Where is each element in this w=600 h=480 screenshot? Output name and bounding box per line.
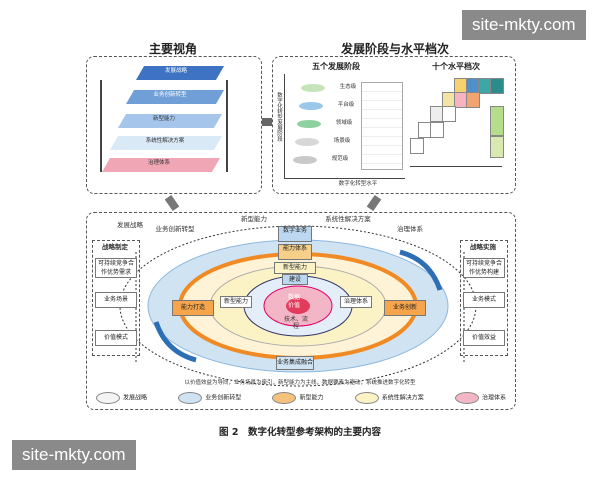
level-x-axis [410,166,502,167]
ring-box-top-2: 能力体系 [278,244,312,260]
layer-label-capability: 新型能力 [152,116,175,122]
ten-level-subtitle: 十个水平档次 [432,62,480,71]
down-arrow-left [164,194,180,212]
layer-label-solution: 系统性解决方案 [145,138,185,144]
five-stage-subtitle: 五个发展阶段 [312,62,360,71]
level-cell [410,138,424,154]
label-strategy: 发展战略 [117,221,143,229]
down-arrow-right [366,194,382,212]
stage-label-1: 规范级 [331,156,349,162]
value-core [286,298,310,314]
strategy-implementation-title: 战略实施 [470,243,496,251]
watermark-bottom: site-mkty.com [12,440,136,470]
legend-swatch [354,392,379,404]
stage-disc-2 [295,138,319,146]
mid-left-box: 新型能力 [220,296,252,308]
legend-item: 系统性解决方案 [354,392,424,404]
strategy-implementation-group [460,240,508,356]
orange-left-box: 能力打造 [172,300,214,316]
stage-label-4: 平台级 [337,102,355,108]
ring-box-top-3: 新型能力 [274,262,316,274]
architecture-axis-note: 以价值效益为导向，业务场景为牵引，新型能力为主线，数据要素为驱动，系统推进数字化… [184,380,416,386]
ring-box-top-1: 数字业务 [278,226,312,242]
stack-arrow-right [226,80,228,172]
stack-arrow-left [100,80,102,172]
flow-arrow-left [153,321,197,363]
label-capability: 新型能力 [241,215,267,223]
label-solution: 系统性解决方案 [325,215,371,223]
stage-disc-1 [293,156,317,164]
main-perspective-panel [86,56,262,194]
ten-level-grid [410,74,504,178]
watermark-top: site-mkty.com [462,10,586,40]
legend-swatch [178,392,203,404]
right-item-3: 价值效益 [463,330,505,346]
left-item-2: 业务场景 [95,292,137,308]
stage-level-panel [272,56,516,194]
main-perspective-title: 主要视角 [148,42,197,56]
reference-architecture-panel [86,212,516,410]
stage-x-axis-label: 数字化转型水平 [338,181,378,187]
level-cell [430,122,444,138]
right-item-2: 业务模式 [463,292,505,308]
flow-arrow-right [399,249,443,291]
left-item-1: 可持续竞争合作优势需求 [95,258,137,278]
architecture-rings [119,225,477,387]
panel-connector [262,118,272,126]
strategy-formulation-title: 战略制定 [102,243,128,251]
layer-label-governance: 治理体系 [147,160,170,166]
level-cell [490,78,504,94]
perspective-stack: 发展战略 业务创新转型 新型能力 系统性解决方案 治理体系 [100,62,250,190]
label-business: 业务创新转型 [155,225,195,233]
stage-description-table [361,82,403,170]
stage-label-5: 生态级 [339,84,357,90]
bottom-box: 业务集成融合 [276,356,314,370]
center-bottom-label: 技术、流程 [284,316,309,330]
legend: 发展战略 业务创新转型 新型能力 系统性解决方案 治理体系 [96,392,506,404]
legend-item: 业务创新转型 [178,392,241,404]
legend-swatch [272,392,297,404]
stage-axes: 规范级 场景级 领域级 平台级 生态级 [284,74,405,179]
legend-item: 治理体系 [454,392,506,404]
stage-disc-5 [301,84,325,92]
strategy-formulation-group [92,240,140,356]
ring-box-top-4: 建设 [282,274,308,285]
level-cell [442,106,456,122]
center-core-label: 价值 [287,302,300,309]
figure-caption: 图 2 数字化转型参考架构的主要内容 [219,427,381,438]
legend-swatch [454,392,479,404]
stage-level-title: 发展阶段与水平档次 [340,42,449,56]
legend-item: 新型能力 [272,392,323,404]
mid-right-box: 治理体系 [340,296,372,308]
label-governance: 治理体系 [397,225,423,233]
stage-disc-4 [299,102,323,110]
layer-label-business: 业务创新转型 [153,92,187,98]
right-item-1: 可持续竞争合作优势构建 [463,258,505,278]
legend-item: 发展战略 [96,392,147,404]
stage-label-3: 领域级 [335,120,353,126]
stage-label-2: 场景级 [333,138,351,144]
orange-right-box: 业务创新 [384,300,426,316]
legend-swatch [96,392,120,404]
stage-y-axis-label: 数字化转型发展阶段 [276,92,282,142]
level-cell [466,92,480,108]
stage-disc-3 [297,120,321,128]
center-top-label: 数据 [287,294,300,301]
left-item-3: 价值模式 [95,330,137,346]
level-cell [490,136,504,158]
level-cell [490,106,504,136]
layer-label-strategy: 发展战略 [164,68,187,74]
